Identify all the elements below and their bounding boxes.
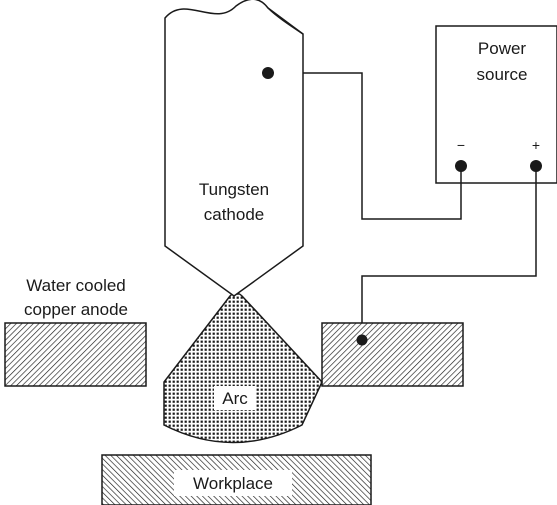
arc-label-bg bbox=[214, 386, 256, 410]
power-source-label-line1: Power bbox=[478, 39, 527, 58]
right-anode-block bbox=[321, 322, 464, 387]
cathode-wire bbox=[268, 72, 462, 220]
power-source-box bbox=[435, 25, 557, 184]
arc-label: Arc bbox=[222, 389, 248, 408]
power-source: Power source − + bbox=[435, 25, 557, 184]
anode-connection-point bbox=[356, 334, 368, 346]
tungsten-cathode: Tungsten cathode bbox=[164, 0, 304, 297]
anode-label-line2: copper anode bbox=[24, 300, 128, 319]
arc: Arc bbox=[163, 292, 323, 444]
right-anode bbox=[321, 322, 464, 387]
workpiece: Workplace bbox=[101, 454, 372, 505]
plus-terminal-sign: + bbox=[532, 137, 540, 153]
cathode-cut-end bbox=[267, 7, 304, 35]
cathode-label-line2: cathode bbox=[204, 205, 265, 224]
minus-terminal-sign: − bbox=[457, 137, 465, 153]
left-anode-block bbox=[4, 322, 147, 387]
workpiece-label-bg bbox=[174, 470, 292, 496]
power-source-label-line2: source bbox=[476, 65, 527, 84]
anode-wire bbox=[361, 166, 537, 340]
anode-label-line1: Water cooled bbox=[26, 276, 126, 295]
cathode-body bbox=[164, 0, 304, 297]
cathode-connection-point bbox=[262, 67, 274, 79]
workpiece-label: Workplace bbox=[193, 474, 273, 493]
arc-shape bbox=[163, 292, 323, 444]
cathode-label-line1: Tungsten bbox=[199, 180, 269, 199]
